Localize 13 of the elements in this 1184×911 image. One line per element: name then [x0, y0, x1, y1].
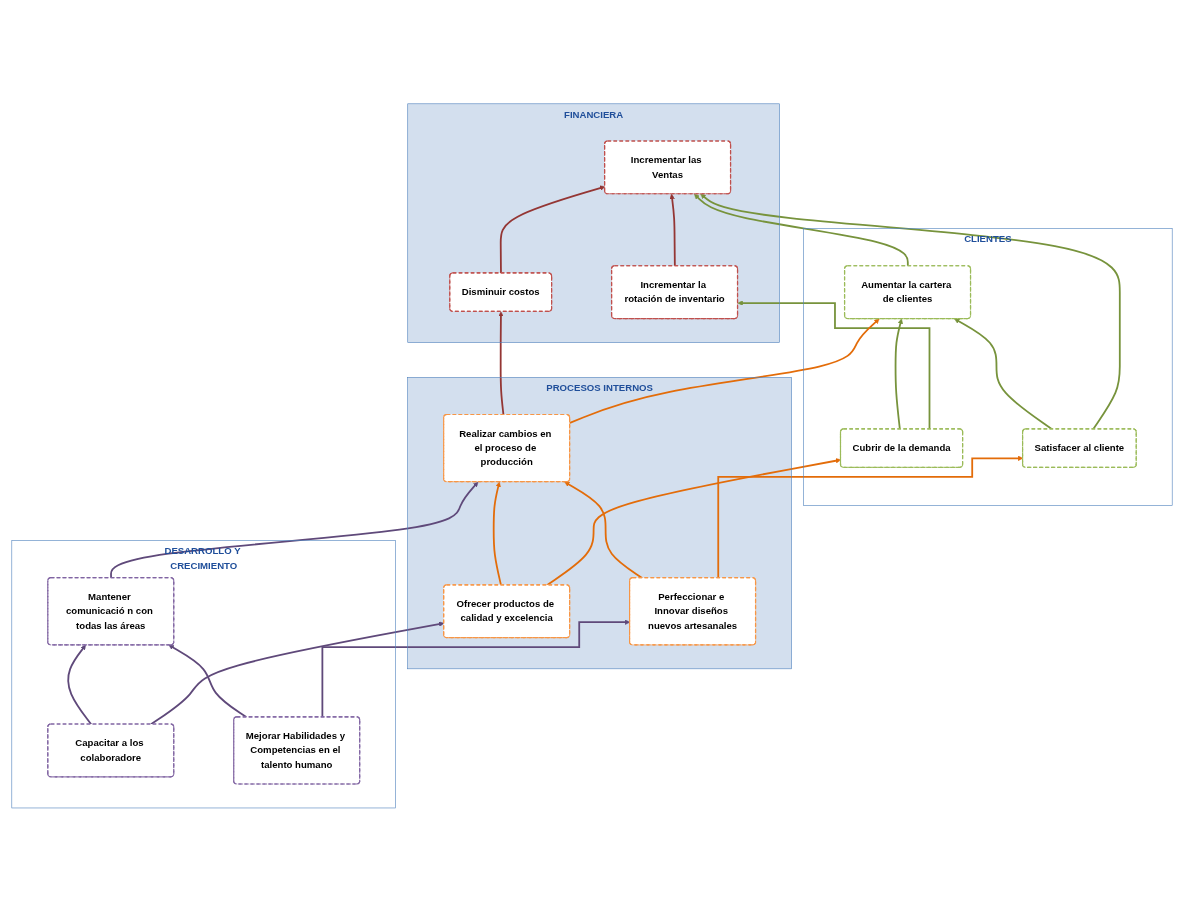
arrow — [498, 311, 505, 416]
arrow — [894, 318, 903, 430]
arrow — [492, 481, 502, 586]
arrow — [954, 318, 1053, 430]
arrow — [737, 300, 931, 430]
arrow — [569, 318, 880, 424]
arrow — [669, 193, 676, 267]
arrow — [700, 193, 1121, 430]
arrow — [564, 481, 644, 579]
arrow — [168, 644, 248, 718]
arrow — [67, 644, 93, 725]
arrow — [110, 481, 479, 579]
arrow — [694, 193, 909, 267]
